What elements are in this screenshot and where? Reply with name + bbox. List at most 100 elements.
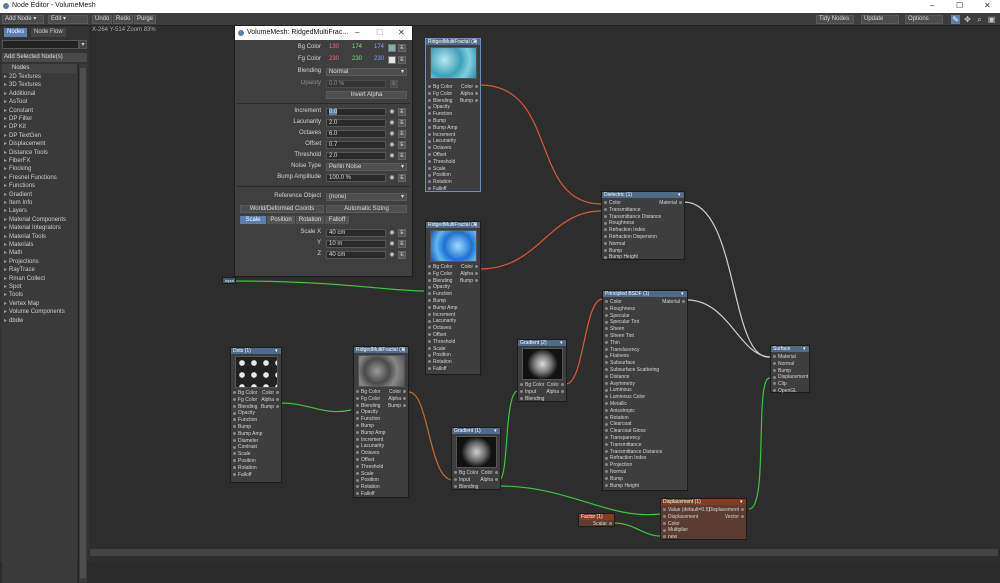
input-port[interactable]: Subsurface Scattering bbox=[605, 367, 659, 373]
node-category-item[interactable]: ▸Functions bbox=[4, 183, 35, 190]
input-port[interactable]: Octaves bbox=[356, 450, 379, 456]
expand-arrow-icon[interactable]: ▸ bbox=[4, 82, 8, 89]
node-category-item[interactable]: ▸Gradient bbox=[4, 192, 32, 199]
reference-object-dropdown[interactable]: (none)▾ bbox=[326, 193, 407, 201]
input-port[interactable]: Falloff bbox=[428, 366, 447, 372]
increment-envelope-button[interactable]: E bbox=[398, 108, 406, 116]
input-port[interactable]: Threshold bbox=[428, 339, 455, 345]
input-port[interactable]: Opacity bbox=[233, 410, 255, 416]
output-port[interactable]: Alpha bbox=[388, 396, 406, 402]
input-port[interactable]: new bbox=[663, 534, 677, 540]
input-port[interactable]: Bg Color bbox=[454, 470, 478, 476]
input-port[interactable]: Falloff bbox=[428, 186, 447, 192]
node-category-item[interactable]: ▸Constant bbox=[4, 108, 33, 115]
input-port[interactable]: Clearcoat bbox=[605, 421, 631, 427]
expand-arrow-icon[interactable]: ▸ bbox=[4, 250, 8, 257]
node-title[interactable]: Surface bbox=[771, 346, 809, 352]
maximize-button[interactable]: ☐ bbox=[956, 1, 964, 10]
input-port[interactable]: Value (default=0.5) bbox=[663, 507, 710, 513]
input-port[interactable]: Displacement bbox=[663, 514, 698, 520]
threshold-field[interactable]: 2.0 bbox=[326, 152, 386, 160]
scale-y-envelope-button[interactable]: E bbox=[398, 240, 406, 248]
input-port[interactable]: Luminous Color bbox=[605, 394, 645, 400]
node-canvas[interactable]: X-264 Y-514 Zoom 83% RidgedMultiFractal … bbox=[89, 26, 1000, 562]
input-port[interactable]: Bg Color bbox=[233, 390, 257, 396]
node-category-item[interactable]: ▸Distance Tools bbox=[4, 150, 48, 157]
input-port[interactable]: Translucency bbox=[605, 347, 640, 353]
input-port[interactable]: Bump bbox=[605, 476, 623, 482]
node-input[interactable]: Input bbox=[222, 277, 236, 284]
input-port[interactable]: Bump bbox=[604, 248, 622, 254]
update-button[interactable]: Update bbox=[861, 15, 899, 24]
canvas-horizontal-scrollbar[interactable] bbox=[90, 549, 998, 556]
expand-arrow-icon[interactable]: ▸ bbox=[4, 166, 8, 173]
input-port[interactable]: Flatness bbox=[605, 353, 629, 359]
input-port[interactable]: Scale bbox=[356, 471, 374, 477]
input-port[interactable]: Transparency bbox=[605, 435, 640, 441]
offset-field[interactable]: 0.7 bbox=[326, 141, 386, 149]
input-port[interactable]: Bg Color bbox=[520, 382, 544, 388]
output-port[interactable]: Vector bbox=[725, 514, 744, 520]
node-category-item[interactable]: ▸RayTrace bbox=[4, 267, 35, 274]
expand-arrow-icon[interactable]: ▸ bbox=[4, 107, 8, 114]
input-port[interactable]: Bump bbox=[356, 423, 374, 429]
input-port[interactable]: Bg Color bbox=[428, 84, 452, 90]
node-search-input[interactable] bbox=[2, 40, 79, 49]
bg-green-value[interactable]: 174 bbox=[352, 44, 363, 50]
expand-arrow-icon[interactable]: ▸ bbox=[4, 174, 8, 181]
input-port[interactable]: Bg Color bbox=[356, 389, 380, 395]
input-port[interactable]: Rotation bbox=[605, 415, 629, 421]
node-category-item[interactable]: ▸Item Info bbox=[4, 200, 32, 207]
expand-arrow-icon[interactable]: ▸ bbox=[4, 258, 8, 265]
input-port[interactable]: Threshold bbox=[428, 159, 455, 165]
expand-arrow-icon[interactable]: ▸ bbox=[4, 200, 8, 206]
eye-icon[interactable]: ◉ bbox=[389, 153, 395, 159]
output-port[interactable]: Scalar bbox=[593, 521, 612, 527]
input-port[interactable]: Function bbox=[428, 111, 452, 117]
node-category-item[interactable]: ▸DP Kit bbox=[4, 124, 26, 131]
input-port[interactable]: Increment bbox=[428, 132, 455, 138]
node-category-item[interactable]: ▸dbdw bbox=[4, 318, 23, 325]
output-port[interactable]: Color bbox=[461, 264, 478, 270]
input-port[interactable]: Lacunarity bbox=[356, 443, 384, 449]
input-port[interactable]: Falloff bbox=[356, 491, 375, 497]
node-category-item[interactable]: ▸3D Textures bbox=[4, 82, 41, 89]
input-port[interactable]: Transmittance bbox=[604, 207, 641, 213]
input-port[interactable]: Subsurface bbox=[605, 360, 635, 366]
node-category-item[interactable]: ▸AsTool bbox=[4, 99, 27, 106]
threshold-envelope-button[interactable]: E bbox=[398, 152, 406, 160]
input-port[interactable]: Rotation bbox=[356, 484, 380, 490]
input-port[interactable]: Displacement bbox=[773, 374, 808, 380]
input-port[interactable]: Fg Color bbox=[233, 397, 257, 403]
redo-button[interactable]: Redo bbox=[113, 15, 134, 24]
options-button[interactable]: Options bbox=[905, 15, 943, 24]
node-category-item[interactable]: ▸Material Tools bbox=[4, 234, 46, 241]
output-port[interactable]: Alpha bbox=[261, 397, 279, 403]
input-port[interactable]: Bump bbox=[773, 368, 791, 374]
output-port[interactable]: Color bbox=[547, 382, 564, 388]
expand-arrow-icon[interactable]: ▸ bbox=[4, 149, 8, 156]
expand-arrow-icon[interactable]: ▸ bbox=[4, 74, 8, 80]
input-port[interactable]: Octaves bbox=[428, 325, 451, 331]
input-port[interactable]: Transmittance bbox=[605, 442, 642, 448]
expand-arrow-icon[interactable]: ▸ bbox=[4, 183, 8, 190]
input-port[interactable]: Bump bbox=[233, 424, 251, 430]
input-port[interactable]: Normal bbox=[604, 241, 625, 247]
expand-arrow-icon[interactable]: ▸ bbox=[4, 116, 8, 122]
input-port[interactable]: Transmittance Distance bbox=[605, 449, 662, 455]
node-category-item[interactable]: ▸2D Textures bbox=[4, 74, 41, 81]
expand-arrow-icon[interactable]: ▸ bbox=[4, 124, 8, 131]
lacunarity-envelope-button[interactable]: E bbox=[398, 119, 406, 127]
input-port[interactable]: Bump Height bbox=[605, 483, 639, 489]
tab-rotation[interactable]: Rotation bbox=[296, 216, 324, 224]
eye-icon[interactable]: ◉ bbox=[389, 230, 395, 236]
automatic-sizing-button[interactable]: Automatic Sizing bbox=[326, 205, 407, 213]
input-port[interactable]: Sheen Tint bbox=[605, 333, 634, 339]
input-port[interactable]: Diameter bbox=[233, 438, 258, 444]
bg-blue-value[interactable]: 174 bbox=[374, 44, 385, 50]
output-port[interactable]: Color bbox=[262, 390, 279, 396]
input-port[interactable]: Bump Amp bbox=[428, 125, 457, 131]
panel-close-button[interactable]: ✕ bbox=[398, 28, 405, 37]
